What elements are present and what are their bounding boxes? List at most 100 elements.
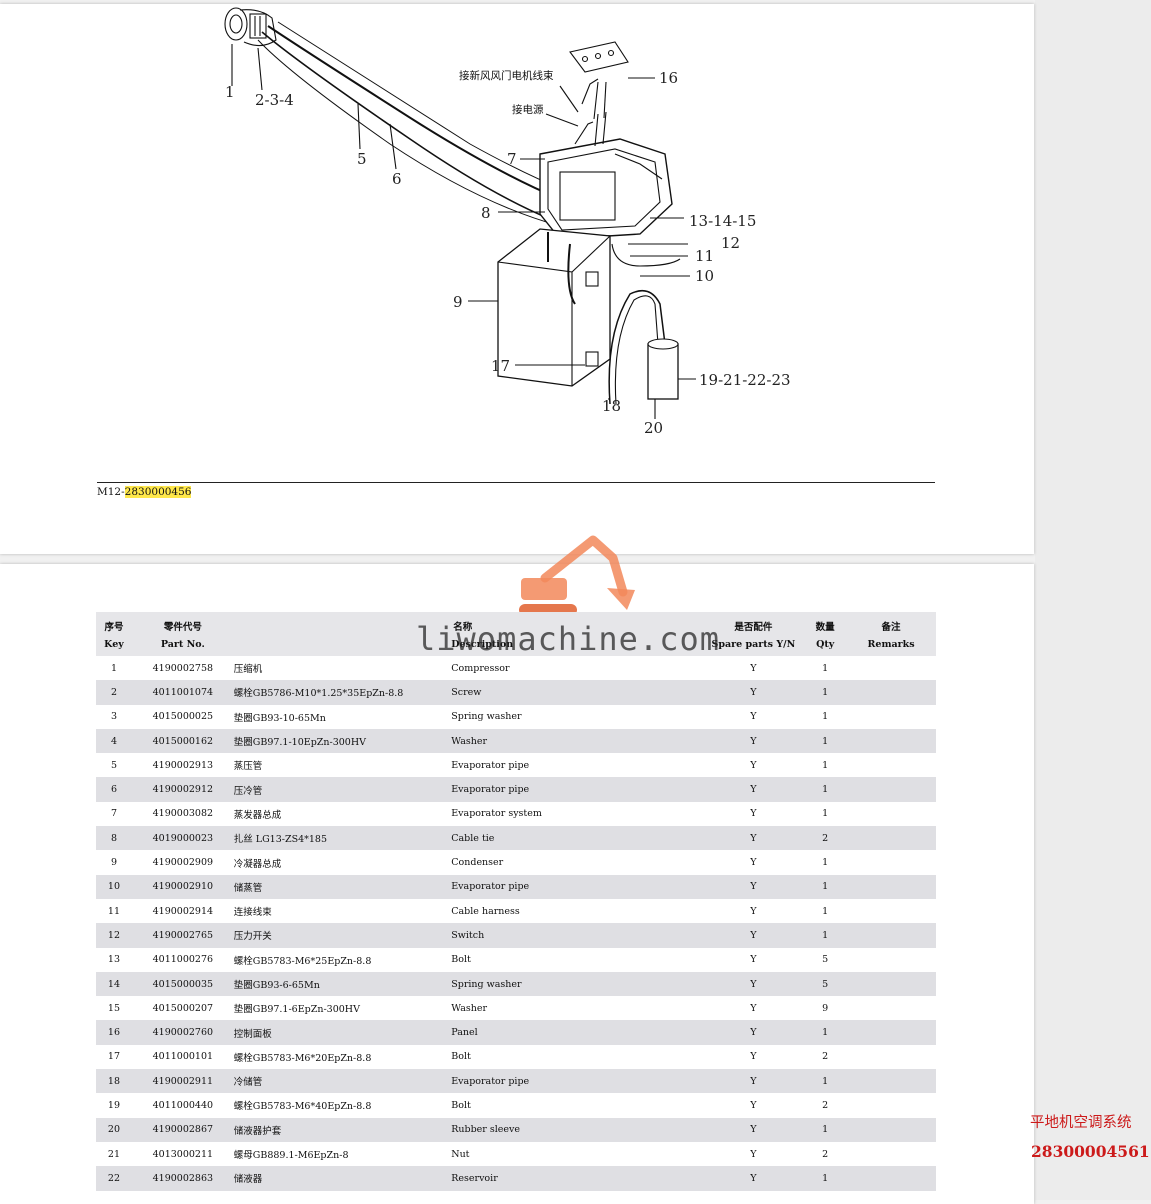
cell-remarks [846,753,936,777]
cell-spare: Y [750,1172,757,1184]
callout-1: 1 [225,83,235,101]
cell-cn: 连接线束 [233,907,272,919]
cell-desc: Bolt [451,1099,471,1111]
cell-remarks [846,1093,936,1117]
cell-qty: 1 [822,808,829,820]
cell-remarks [846,972,936,996]
cell-part: 4190002760 [152,1027,214,1039]
cell-qty: 1 [822,905,829,917]
label-power-connection: 接电源 [512,103,544,116]
cell-remarks [846,656,936,680]
cell-qty: 2 [822,1051,829,1063]
cell-key: 19 [107,1099,120,1111]
cell-key: 15 [107,1002,120,1014]
cell-spare: Y [750,711,757,723]
evaporator-drawing [498,111,673,240]
cell-key: 12 [107,929,120,941]
cell-qty: 2 [822,832,829,844]
cell-part: 4190002758 [152,662,214,674]
cell-spare: Y [750,1124,757,1136]
cell-remarks [846,705,936,729]
cell-remarks [846,802,936,826]
cell-qty: 1 [822,686,829,698]
header-desc-en: Description [451,635,703,656]
cell-remarks [846,1166,936,1190]
callout-19-21-22-23: 19-21-22-23 [699,371,791,389]
cell-spare: Y [750,881,757,893]
cell-part: 4015000162 [152,735,214,747]
cell-qty: 2 [822,1099,829,1111]
header-cn-name [233,612,452,635]
cell-remarks [846,996,936,1020]
cell-desc: Evaporator pipe [451,784,530,796]
viewer-background-strip [1035,0,1151,1200]
callout-8: 8 [481,204,491,222]
cell-part: 4011001074 [152,686,214,698]
cell-qty: 5 [822,978,829,990]
cell-spare: Y [750,686,757,698]
cell-desc: Spring washer [451,711,522,723]
cell-key: 4 [110,735,117,747]
cell-qty: 1 [822,1124,829,1136]
cell-desc: Reservoir [451,1172,498,1184]
header-qty-en: Qty [804,635,847,656]
exploded-parts-diagram: 1 2-3-4 5 6 7 8 9 10 11 12 13-14-15 16 1… [224,7,791,437]
cell-qty: 2 [822,1148,829,1160]
cell-cn: 冷凝器总成 [233,858,282,870]
callout-2-3-4: 2-3-4 [255,91,294,109]
cell-cn: 压缩机 [233,664,263,676]
cell-part: 4019000023 [152,832,214,844]
cell-part: 4190002911 [152,1075,214,1087]
header-desc-cn: 名称 [451,612,703,635]
cell-desc: Cable harness [451,905,520,917]
cell-qty: 1 [822,929,829,941]
callout-7: 7 [507,150,517,168]
cell-remarks [846,875,936,899]
cell-key: 17 [107,1051,120,1063]
watermark-text: liwomachine.com [416,620,720,658]
cell-qty: 1 [822,1075,829,1087]
cell-remarks [846,1069,936,1093]
cell-qty: 1 [822,711,829,723]
callout-20: 20 [644,419,663,437]
cell-spare: Y [750,954,757,966]
cell-spare: Y [750,759,757,771]
header-qty-cn: 数量 [804,612,847,635]
cell-part: 4190002913 [152,759,214,771]
cell-remarks [846,1045,936,1069]
cell-cn: 垫圈GB93-6-65Mn [233,980,320,991]
document-page-parts-list [0,564,1034,1204]
cell-cn: 冷储管 [233,1077,263,1089]
cell-cn: 螺栓GB5783-M6*40EpZn-8.8 [233,1101,372,1113]
cell-cn: 垫圈GB97.1-10EpZn-300HV [233,737,366,749]
cell-desc: Rubber sleeve [451,1124,521,1136]
cell-qty: 9 [822,1002,829,1014]
cell-spare: Y [750,1075,757,1087]
cell-key: 3 [110,711,117,723]
callout-16: 16 [659,69,678,87]
callout-11: 11 [695,247,714,265]
cell-desc: Panel [451,1027,478,1039]
figure-code-highlight: 2830000456 [124,486,192,498]
callout-10: 10 [695,267,714,285]
cell-desc: Washer [451,735,488,747]
cell-key: 22 [107,1172,120,1184]
cell-spare: Y [750,832,757,844]
cell-part: 4190002863 [152,1172,214,1184]
cell-remarks [846,826,936,850]
cell-qty: 1 [822,881,829,893]
cell-qty: 1 [822,784,829,796]
reservoir-drawing [647,338,696,419]
figure-reference: M12-2830000456 [97,486,192,498]
cell-spare: Y [750,662,757,674]
